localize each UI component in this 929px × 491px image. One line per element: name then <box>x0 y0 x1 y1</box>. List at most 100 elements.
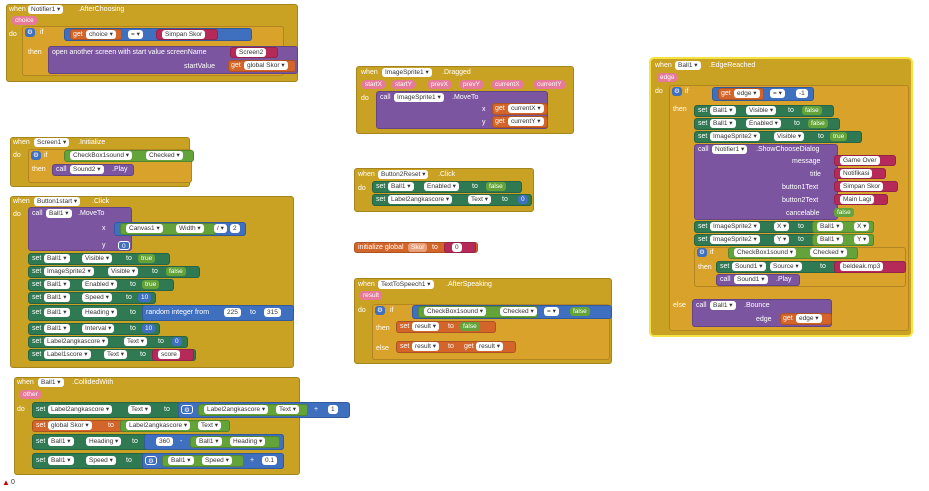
get-currentx-block[interactable]: get currentX <box>492 103 548 115</box>
text-block[interactable]: Notifikasi <box>834 168 886 179</box>
call-ball-moveto[interactable]: call Ball1 .MoveTo x y <box>28 207 132 251</box>
number-from[interactable]: 225 <box>224 308 241 317</box>
component-dropdown[interactable]: Notifier1 <box>712 145 748 154</box>
number-value[interactable]: -1 <box>796 89 808 98</box>
property-dropdown[interactable]: Enabled <box>82 280 117 289</box>
component-dropdown[interactable]: Ball1 <box>817 235 843 244</box>
component-dropdown[interactable]: Ball1 <box>44 293 70 302</box>
number-value[interactable]: 360 <box>156 437 173 446</box>
initialize-global-skor[interactable]: initialize global Skor to 0 <box>354 242 478 253</box>
set-imagesprite-x[interactable]: set ImageSprite2 X to Ball1 X <box>694 221 874 233</box>
call-sound-play[interactable]: call Sound1 .Play <box>716 274 800 286</box>
component-dropdown[interactable]: Label2angkascore <box>126 421 191 430</box>
text-block[interactable]: Simpan Skor <box>834 181 898 192</box>
param-prevy[interactable]: prevY <box>460 80 483 89</box>
component-dropdown[interactable]: Ball1 <box>44 308 70 317</box>
get-choice-block[interactable]: get choice <box>70 29 122 40</box>
get-edge-block[interactable]: get edge <box>718 88 764 100</box>
var-dropdown[interactable]: edge <box>796 314 822 323</box>
mutator-icon[interactable]: ⚙ <box>181 405 193 414</box>
screen-text-block[interactable]: Screen2 <box>230 47 278 58</box>
mutator-icon[interactable]: ⚙ <box>31 151 41 160</box>
set-ball-interval[interactable]: set Ball1 Interval to 10 <box>28 323 160 335</box>
set-imagesprite-visible[interactable]: set ImageSprite2 Visible to true <box>694 131 862 143</box>
mutator-icon[interactable]: ⚙ <box>25 28 35 37</box>
property-dropdown[interactable]: Checked <box>810 248 847 257</box>
component-dropdown[interactable]: Ball1 <box>46 209 72 218</box>
var-dropdown[interactable]: global Skor <box>48 421 92 430</box>
text-block[interactable]: score <box>152 349 194 361</box>
component-dropdown[interactable]: Canvas1 <box>126 224 163 233</box>
component-dropdown[interactable]: Sound2 <box>70 165 104 174</box>
add-block[interactable]: ⚙ Label2angkascore Text + 1 <box>178 402 350 418</box>
number-value[interactable]: 0 <box>172 337 182 346</box>
component-dropdown[interactable]: Label1score <box>44 350 91 359</box>
param-prevx[interactable]: prevX <box>428 80 451 89</box>
param-result[interactable]: result <box>360 291 382 300</box>
number-value[interactable]: 10 <box>142 324 156 333</box>
property-dropdown[interactable]: X <box>774 222 790 231</box>
component-dropdown[interactable]: CheckBox1sound <box>734 248 797 257</box>
component-dropdown[interactable]: Ball1 <box>44 324 70 333</box>
component-dropdown[interactable]: CheckBox1sound <box>70 151 133 160</box>
call-notifier-showchoosedialog[interactable]: call Notifier1 .ShowChooseDialog message… <box>694 144 838 220</box>
set-imagesprite-y[interactable]: set ImageSprite2 Y to Ball1 Y <box>694 234 874 246</box>
get-currenty-block[interactable]: get currentY <box>492 116 548 128</box>
property-dropdown[interactable]: Speed <box>86 456 116 465</box>
mutator-icon[interactable]: ⚙ <box>375 306 385 315</box>
set-sound-source[interactable]: set Sound1 Source to beldeak.mp3 <box>716 261 906 273</box>
set-ball-heading[interactable]: set Ball1 Heading to 360 - Ball1 Heading <box>32 434 284 450</box>
text-value[interactable]: Notifikasi <box>840 169 873 178</box>
param-edge[interactable]: edge <box>657 73 678 82</box>
property-dropdown[interactable]: Y <box>854 235 870 244</box>
property-dropdown[interactable]: Enabled <box>746 119 781 128</box>
component-dropdown[interactable]: TextToSpeech1 <box>378 280 434 289</box>
ball-y-getter[interactable]: Ball1 Y <box>812 234 874 246</box>
property-dropdown[interactable]: Speed <box>82 293 112 302</box>
mutator-icon[interactable]: ⚙ <box>672 87 682 96</box>
property-dropdown[interactable]: Width <box>176 224 204 233</box>
component-dropdown[interactable]: CheckBox1sound <box>424 307 487 316</box>
text-block[interactable]: Simpan Skor <box>156 29 218 40</box>
property-dropdown[interactable]: Text <box>276 405 299 414</box>
call-imagesprite-moveto[interactable]: call ImageSprite1 .MoveTo x y get curren… <box>376 91 548 129</box>
property-dropdown[interactable]: Text <box>124 337 147 346</box>
component-dropdown[interactable]: Label2angkascore <box>48 405 113 414</box>
property-dropdown[interactable]: X <box>854 222 870 231</box>
component-dropdown[interactable]: ImageSprite1 <box>382 68 432 77</box>
set-imagesprite-visible[interactable]: set ImageSprite2 Visible to false <box>28 266 200 278</box>
var-dropdown[interactable]: edge <box>734 89 760 98</box>
number-value[interactable]: 0 <box>118 241 130 250</box>
operator-dropdown[interactable]: = <box>770 89 785 98</box>
mutator-icon[interactable]: ⚙ <box>697 248 707 257</box>
component-dropdown[interactable]: ImageSprite2 <box>44 267 94 276</box>
component-dropdown[interactable]: Button2Reset <box>378 170 429 179</box>
component-dropdown[interactable]: Label2angkascore <box>204 405 269 414</box>
text-block[interactable]: 0 <box>444 242 476 253</box>
set-result-then[interactable]: set result to false <box>396 321 496 333</box>
component-dropdown[interactable]: ImageSprite1 <box>394 93 444 102</box>
component-dropdown[interactable]: ImageSprite2 <box>710 132 760 141</box>
operator-dropdown[interactable]: = <box>128 30 143 39</box>
set-ball-visible[interactable]: set Ball1 Visible to false <box>694 105 834 117</box>
component-dropdown[interactable]: Button1start <box>34 197 81 206</box>
call-ball-bounce[interactable]: call Ball1 .Bounce edge get edge <box>692 299 832 327</box>
component-dropdown[interactable]: Ball1 <box>38 378 64 387</box>
value-true[interactable]: true <box>830 132 848 141</box>
set-ball-enabled[interactable]: set Ball1 Enabled to true <box>28 279 174 291</box>
param-choice[interactable]: choice <box>12 16 37 25</box>
compare-block[interactable]: get edge = -1 <box>712 87 814 101</box>
property-dropdown[interactable]: Heading <box>86 437 122 446</box>
canvas-width-getter[interactable]: Canvas1 Width <box>120 223 216 235</box>
checkbox-getter[interactable]: CheckBox1sound Checked <box>418 306 538 318</box>
open-screen-block[interactable]: open another screen with start value scr… <box>48 46 298 74</box>
component-dropdown[interactable]: Ball1 <box>168 456 194 465</box>
operator-dropdown[interactable]: = <box>544 307 559 316</box>
set-global-skor[interactable]: set global Skor to Label2angkascore Text <box>32 420 230 432</box>
label-text-getter[interactable]: Label2angkascore Text <box>198 404 308 416</box>
text-value[interactable]: 0 <box>452 243 462 252</box>
var-dropdown[interactable]: choice <box>86 30 116 39</box>
random-integer-block[interactable]: random integer from 225 to 315 <box>142 305 294 321</box>
param-currenty[interactable]: currentY <box>534 80 565 89</box>
text-value[interactable]: beldeak.mp3 <box>840 262 884 271</box>
